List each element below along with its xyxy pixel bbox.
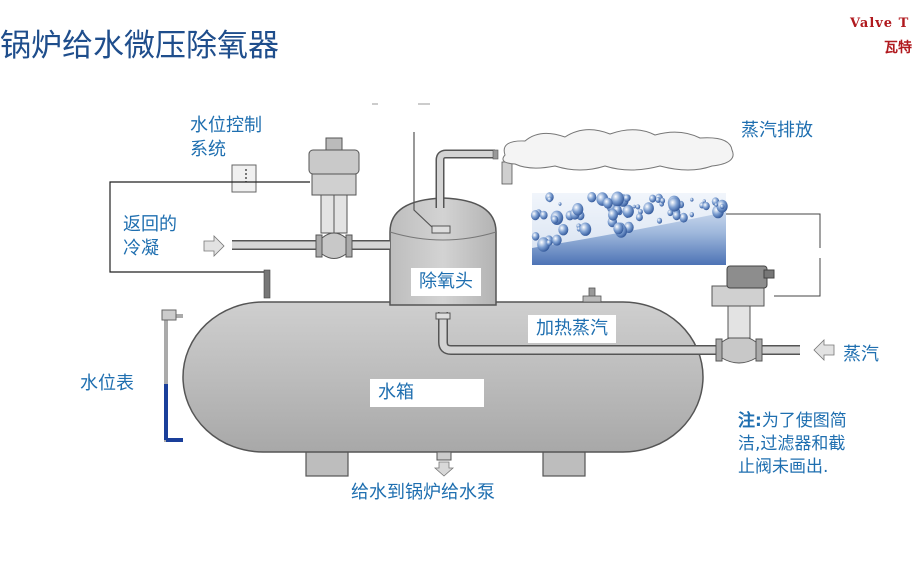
water-droplet xyxy=(558,224,569,236)
note-line2: 洁,过滤器和截 xyxy=(738,434,846,454)
label-level-control-2: 系统 xyxy=(190,139,226,160)
label-return-1: 返回的 xyxy=(123,214,177,235)
water-droplet xyxy=(719,203,725,210)
note-prefix: 注: xyxy=(738,411,762,431)
label-water-tank: 水箱 xyxy=(370,379,484,407)
steam-control-valve xyxy=(711,265,775,364)
water-droplet xyxy=(551,215,559,224)
water-droplet xyxy=(547,196,553,203)
water-droplet xyxy=(622,204,634,218)
water-droplet xyxy=(552,234,562,246)
water-droplet xyxy=(608,209,618,221)
water-droplet xyxy=(540,210,548,220)
water-droplet xyxy=(587,192,597,203)
level-controller-box xyxy=(231,164,257,193)
water-droplet xyxy=(667,209,673,217)
diagram-note: 注:为了使图简 洁,过滤器和截 止阀未画出. xyxy=(738,410,847,479)
label-level-gauge: 水位表 xyxy=(80,373,134,394)
brand-logo-cn: 瓦特 xyxy=(884,40,912,56)
water-droplet xyxy=(672,211,681,221)
water-droplet xyxy=(702,202,710,211)
note-line3: 止阀未画出. xyxy=(738,457,829,477)
water-droplet xyxy=(603,197,613,209)
water-droplet xyxy=(635,213,643,222)
water-droplet xyxy=(656,217,663,224)
water-droplet xyxy=(572,203,584,216)
water-droplet xyxy=(558,202,562,206)
label-deaerator-head: 除氧头 xyxy=(411,268,481,296)
water-droplet xyxy=(530,210,540,221)
water-droplet xyxy=(632,204,636,209)
water-droplet xyxy=(537,237,550,252)
label-steam-vent: 蒸汽排放 xyxy=(741,120,813,141)
page-title: 锅炉给水微压除氧器 xyxy=(0,28,279,64)
label-heating-steam: 加热蒸汽 xyxy=(528,315,616,343)
outlet-arrow xyxy=(433,461,455,477)
label-level-control-1: 水位控制 xyxy=(190,115,262,136)
water-droplet xyxy=(655,196,661,203)
water-droplet xyxy=(635,204,641,210)
water-droplet xyxy=(649,194,657,203)
water-droplet xyxy=(611,191,624,207)
water-droplet xyxy=(643,202,654,215)
water-droplet xyxy=(690,197,694,202)
water-droplet xyxy=(546,239,552,246)
water-droplet xyxy=(702,199,706,204)
steam-arrow xyxy=(813,339,835,361)
label-return-2: 冷凝 xyxy=(123,238,159,259)
level-gauge xyxy=(161,309,183,442)
water-droplet xyxy=(679,212,688,223)
steam-cloud xyxy=(502,129,734,171)
level-control-valve xyxy=(308,137,360,259)
water-droplet xyxy=(531,232,540,241)
brand-logo-text: Valve T xyxy=(850,16,910,31)
water-droplet xyxy=(714,202,718,207)
return-arrow xyxy=(203,235,225,257)
water-droplet xyxy=(668,197,681,212)
water-droplet xyxy=(623,194,631,202)
water-droplet xyxy=(579,222,592,236)
water-droplet xyxy=(613,222,624,235)
water-droplet xyxy=(660,197,666,204)
water-droplet xyxy=(689,212,694,218)
label-steam: 蒸汽 xyxy=(843,344,879,365)
label-feed-to-pump: 给水到锅炉给水泵 xyxy=(351,482,495,503)
water-droplet xyxy=(638,209,643,215)
note-line1: 为了使图简 xyxy=(761,411,847,431)
